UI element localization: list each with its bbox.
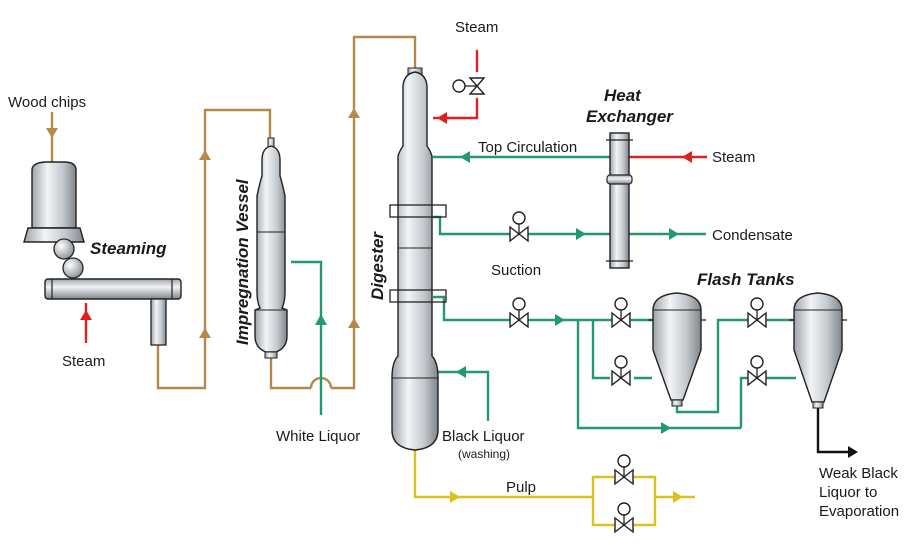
flow-arrow-icon	[669, 228, 679, 240]
condensate-label: Condensate	[712, 227, 793, 244]
flow-arrow-icon	[673, 491, 683, 503]
flow-arrow-icon	[682, 151, 692, 163]
steaming-tube	[44, 278, 182, 300]
weak-black-label-1: Weak Black	[819, 465, 898, 482]
flash-tank-2	[789, 292, 847, 409]
steam-bottom-label: Steam	[62, 353, 105, 370]
flash-tanks-title: Flash Tanks	[697, 270, 795, 289]
heat-exchanger-title-2: Exchanger	[586, 107, 674, 126]
chips-line	[156, 35, 417, 390]
valve-icon[interactable]	[611, 355, 631, 387]
white-liquor-label: White Liquor	[276, 428, 360, 445]
top-circulation-line	[433, 151, 611, 163]
weak-black-label-3: Evaporation	[819, 503, 899, 520]
suction-label: Suction	[491, 262, 541, 279]
flow-arrow-icon	[456, 366, 466, 378]
wood-chips-line	[46, 112, 58, 162]
valve-icon[interactable]	[509, 297, 529, 329]
extraction-line	[433, 295, 796, 434]
valve-icon[interactable]	[614, 454, 634, 486]
flow-arrow-icon	[199, 328, 211, 338]
digester-screen	[389, 289, 447, 303]
heat-exchanger-title-1: Heat	[604, 86, 642, 105]
flow-arrow-icon	[576, 228, 586, 240]
heat-exchanger	[606, 132, 633, 269]
black-liquor-label: Black Liquor	[442, 428, 525, 445]
flow-arrow-icon	[46, 128, 58, 138]
weak-black-label-2: Liquor to	[819, 484, 877, 501]
impregnation-vessel	[254, 137, 288, 359]
flow-arrow-icon	[199, 150, 211, 160]
weak-black-liquor-line	[816, 407, 858, 458]
flow-arrow-icon	[80, 310, 92, 320]
digester-title: Digester	[368, 231, 387, 300]
flow-arrow-icon	[555, 314, 565, 326]
flow-arrow-icon	[450, 491, 460, 503]
flow-arrow-icon	[661, 422, 671, 434]
steam-bottom-line	[80, 303, 92, 343]
steaming-vessel	[23, 161, 182, 346]
wood-chips-label: Wood chips	[8, 94, 86, 111]
white-liquor-line	[291, 260, 327, 415]
rotary-feeder-icon	[53, 238, 75, 260]
flow-arrow-icon	[315, 314, 327, 325]
valve-icon[interactable]	[747, 355, 767, 387]
flow-arrow-icon	[460, 151, 470, 163]
steam-hx-label: Steam	[712, 149, 755, 166]
black-liquor-line	[433, 366, 490, 421]
flow-arrow-icon	[348, 108, 360, 118]
pulp-line	[413, 450, 695, 527]
flow-arrow-icon	[437, 112, 447, 124]
digester-vessel	[389, 67, 447, 451]
steam-hx-line	[628, 151, 707, 163]
top-circulation-label: Top Circulation	[478, 139, 577, 156]
washing-label: (washing)	[458, 447, 510, 461]
suction-line	[433, 215, 706, 240]
rotary-feeder-icon	[62, 257, 84, 279]
steaming-title: Steaming	[90, 239, 167, 258]
flow-arrow-icon	[848, 446, 858, 458]
valve-icon[interactable]	[611, 297, 631, 329]
impregnation-vessel-title: Impregnation Vessel	[233, 178, 252, 345]
digester-screen	[389, 204, 447, 218]
pulp-label: Pulp	[506, 479, 536, 496]
valve-icon[interactable]	[509, 211, 529, 243]
steam-top-label: Steam	[455, 19, 498, 36]
flash-tank-1	[648, 292, 706, 407]
valve-icon[interactable]	[747, 297, 767, 329]
steam-top-line	[433, 50, 479, 124]
flow-arrow-icon	[348, 318, 360, 328]
valve-icon[interactable]	[614, 502, 634, 534]
valve-icon[interactable]	[452, 77, 486, 95]
